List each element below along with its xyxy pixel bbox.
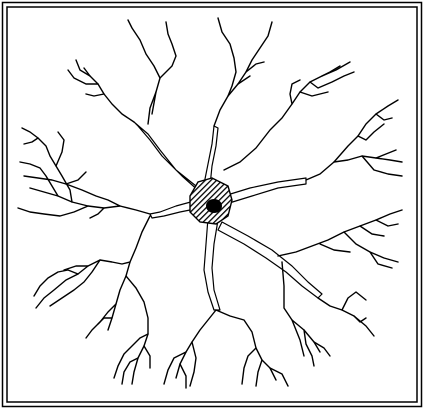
nucleus — [206, 199, 222, 213]
branch — [90, 208, 104, 218]
branch — [314, 342, 330, 356]
branch — [126, 276, 148, 384]
branch — [320, 244, 350, 252]
branch — [238, 76, 250, 84]
branch — [242, 348, 256, 384]
branch — [342, 292, 366, 310]
primary-dendrite-right — [224, 178, 306, 204]
primary-dendrite-lower-right — [218, 222, 322, 298]
branch — [256, 360, 262, 386]
branch — [376, 114, 392, 120]
branch — [24, 138, 38, 144]
branch — [360, 226, 384, 236]
branch — [322, 66, 340, 76]
branch — [144, 346, 150, 368]
branch — [22, 128, 72, 202]
branch — [160, 22, 176, 78]
branch — [86, 94, 104, 96]
branch — [128, 20, 160, 114]
branch — [66, 172, 86, 184]
branch — [122, 358, 138, 384]
branch — [278, 210, 402, 256]
branch — [306, 100, 398, 180]
branch — [36, 260, 130, 308]
branch — [334, 156, 402, 162]
primary-dendrite-upper-left — [134, 122, 200, 192]
branch — [344, 232, 398, 262]
branch — [180, 364, 186, 388]
branch — [300, 92, 328, 96]
branch — [224, 62, 350, 170]
primary-dendrite-up — [204, 126, 218, 186]
primary-dendrite-down — [204, 218, 220, 310]
branch — [108, 216, 150, 330]
branch — [18, 206, 88, 216]
branch — [218, 18, 236, 96]
branch — [214, 22, 272, 126]
branch — [354, 316, 366, 322]
branch — [318, 298, 374, 336]
branch — [376, 150, 396, 158]
branch — [216, 310, 276, 380]
primary-dendrites — [134, 122, 322, 310]
branch — [30, 188, 150, 214]
branch — [114, 334, 148, 378]
branch — [148, 92, 156, 124]
branch — [56, 132, 64, 166]
branch — [358, 124, 384, 140]
branch — [270, 368, 288, 386]
branch — [376, 220, 398, 226]
branch — [190, 342, 196, 386]
branch — [310, 72, 354, 88]
